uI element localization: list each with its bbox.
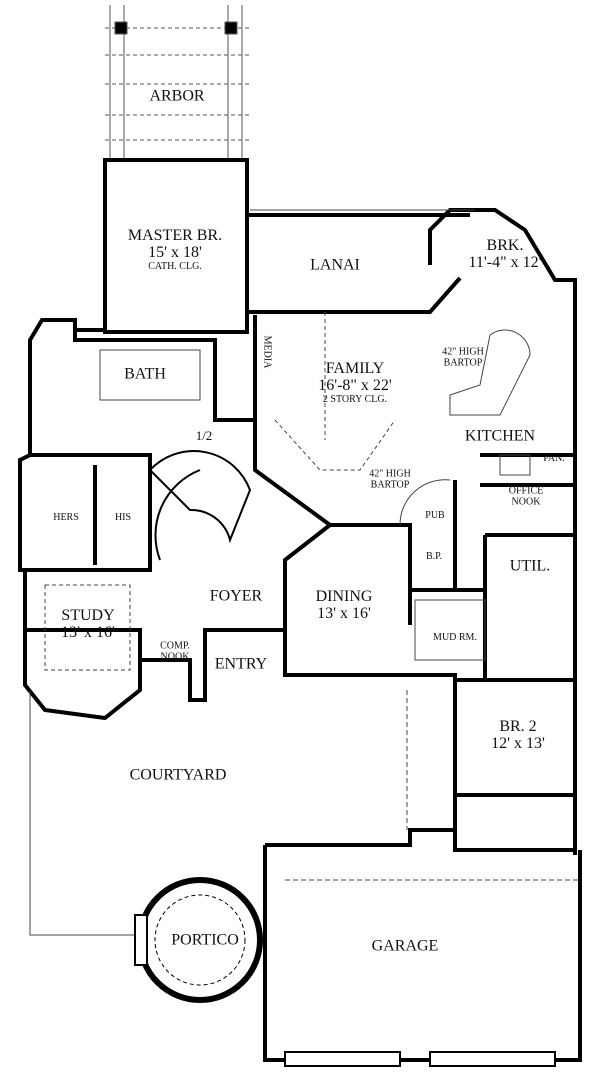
arbor-structure	[105, 5, 250, 160]
room-name: GARAGE	[371, 937, 439, 955]
room-bp: B.P.	[425, 550, 443, 563]
room-lanai: LANAI	[310, 256, 360, 275]
room-pantry: PAN.	[543, 452, 565, 465]
room-name: BRK.	[486, 237, 524, 255]
room-name: PORTICO	[171, 931, 239, 949]
room-courtyard: COURTYARD	[129, 766, 227, 785]
room-name: MEDIA	[261, 335, 273, 369]
room-name: ARBOR	[149, 87, 205, 105]
room-utility: UTIL.	[509, 557, 551, 576]
room-his-closet: HIS	[114, 511, 132, 524]
portico-structure	[134, 877, 263, 1003]
room-size: 13' x 16'	[317, 605, 371, 622]
room-name: PAN.	[543, 452, 565, 464]
room-name: KITCHEN	[464, 427, 536, 445]
room-garage: GARAGE	[371, 937, 439, 956]
room-name: 1/2	[195, 428, 213, 444]
room-arbor: ARBOR	[149, 87, 205, 106]
room-family: FAMILY 16'-8" x 22' 2 STORY CLG.	[318, 359, 392, 405]
room-name-line2: NOOK	[160, 651, 190, 662]
room-portico: PORTICO	[171, 931, 239, 950]
room-name: PUB	[425, 509, 445, 521]
room-note: 2 STORY CLG.	[322, 393, 388, 405]
bartop-line2: BARTOP	[443, 357, 483, 368]
room-name: ENTRY	[214, 655, 268, 673]
room-foyer: FOYER	[209, 587, 263, 606]
room-name-line1: COMP.	[160, 640, 190, 652]
room-name: BR. 2	[499, 718, 537, 736]
room-name: FOYER	[209, 587, 263, 605]
room-name: FAMILY	[325, 359, 385, 377]
room-name-line1: OFFICE	[508, 485, 544, 497]
room-name: MASTER BR.	[127, 226, 223, 244]
room-hers-closet: HERS	[53, 511, 79, 524]
room-name: DINING	[315, 588, 373, 606]
room-name: HERS	[53, 511, 79, 523]
walls	[18, 158, 582, 1062]
room-pub: PUB	[425, 509, 445, 522]
garage-doors	[284, 1051, 556, 1067]
bartop-label-kitchen: 42" HIGH BARTOP	[442, 346, 484, 369]
room-mud-room: MUD RM.	[433, 631, 477, 644]
room-dining: DINING 13' x 16'	[315, 588, 373, 623]
room-size: 13' x 16'	[61, 624, 115, 641]
bartop-label-pub: 42" HIGH BARTOP	[369, 468, 411, 491]
bartop-line1: 42" HIGH	[442, 346, 484, 358]
room-size: 16'-8" x 22'	[318, 376, 392, 394]
room-name-line2: NOOK	[511, 496, 541, 507]
bartop-line2: BARTOP	[370, 479, 410, 490]
room-office-nook: OFFICE NOOK	[508, 485, 544, 508]
room-name: MUD RM.	[433, 631, 477, 643]
thin-lines	[29, 209, 580, 936]
room-size: 11'-4" x 12'	[468, 254, 542, 271]
room-kitchen: KITCHEN	[464, 427, 536, 446]
room-bedroom-2: BR. 2 12' x 13'	[491, 718, 545, 753]
room-size: 15' x 18'	[148, 243, 202, 261]
room-study: STUDY 13' x 16'	[61, 607, 115, 642]
room-name: UTIL.	[509, 557, 551, 575]
room-master: MASTER BR. 15' x 18' CATH. CLG.	[127, 226, 223, 272]
room-name: BATH	[124, 365, 166, 383]
stair	[148, 450, 252, 561]
room-size: 12' x 13'	[491, 735, 545, 752]
room-brk: BRK. 11'-4" x 12'	[468, 237, 542, 272]
room-half-bath: 1/2	[196, 429, 213, 443]
room-name: HIS	[114, 511, 132, 523]
room-media: MEDIA	[261, 336, 272, 369]
room-name: STUDY	[61, 607, 115, 625]
room-name: COURTYARD	[129, 766, 227, 784]
bartop-line1: 42" HIGH	[369, 468, 411, 480]
room-entry: ENTRY	[214, 655, 268, 674]
room-name: LANAI	[310, 256, 360, 274]
room-comp-nook: COMP. NOOK	[160, 640, 190, 663]
room-note: CATH. CLG.	[148, 260, 202, 272]
room-bath: BATH	[124, 365, 166, 384]
room-name: B.P.	[425, 550, 443, 562]
